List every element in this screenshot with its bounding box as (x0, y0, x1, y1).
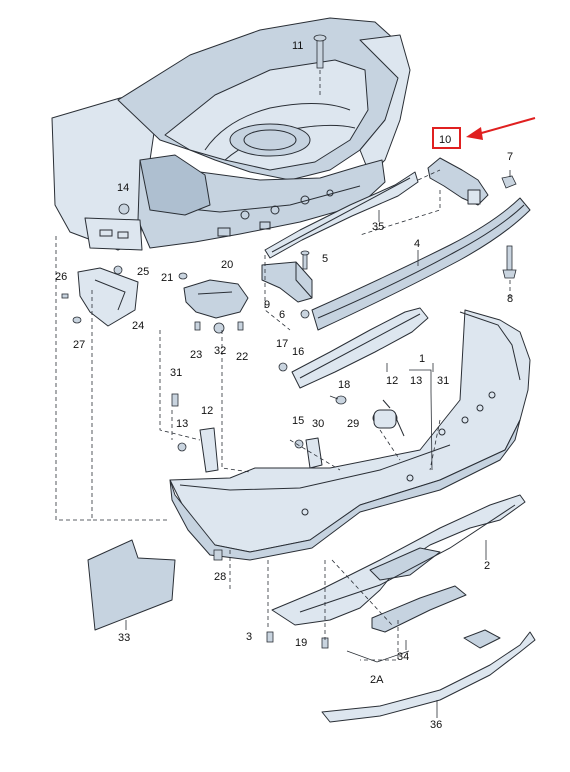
callout-30: 30 (312, 418, 324, 430)
part-10-bracket (359, 157, 489, 236)
callout-26: 26 (55, 271, 67, 283)
callout-31-top: 31 (437, 375, 449, 387)
callout-22: 22 (236, 351, 248, 363)
callout-7: 7 (507, 151, 513, 163)
callout-8: 8 (507, 293, 513, 305)
part-8-bolt (502, 245, 517, 279)
callout-12-top: 12 (386, 375, 398, 387)
callout-19: 19 (295, 637, 307, 649)
callout-34: 34 (397, 651, 409, 663)
callout-11: 11 (292, 40, 303, 52)
callout-23: 23 (190, 349, 202, 361)
part-17-clip (278, 362, 288, 372)
part-7-nut (501, 170, 517, 189)
callout-21: 21 (161, 272, 173, 284)
part-15-clip (294, 439, 304, 449)
part-11-bolt (313, 34, 327, 95)
callout-3: 3 (246, 631, 252, 643)
callout-2: 2 (484, 560, 490, 572)
callout-35: 35 (372, 221, 384, 233)
callout-1: 1 (419, 353, 425, 365)
part-5-bolt (300, 250, 310, 270)
part-6-nut (300, 309, 310, 319)
part-31-clip (171, 393, 179, 407)
part-36-spoiler (321, 629, 536, 723)
callout-13: 13 (410, 375, 422, 387)
callout-12: 12 (201, 405, 213, 417)
callout-20: 20 (221, 259, 233, 271)
callout-29: 29 (347, 418, 359, 430)
part-30-bracket (305, 437, 323, 469)
callout-13-left: 13 (176, 418, 188, 430)
assembly-lines (55, 169, 511, 661)
callout-27: 27 (73, 339, 85, 351)
callout-9: 9 (264, 299, 270, 311)
part-34-insert (371, 585, 467, 633)
part-23-screw (194, 321, 201, 331)
callout-6: 6 (279, 309, 285, 321)
part-25-clip (113, 265, 123, 275)
callout-31: 31 (170, 367, 182, 379)
part-21-screw (178, 272, 188, 280)
part-20-bracket (183, 279, 249, 319)
callout-17: 17 (276, 338, 288, 350)
part-16-side-guide (291, 307, 429, 389)
callout-24: 24 (132, 320, 144, 332)
part-13-clip (177, 442, 187, 452)
callout-labels: 11 7 14 35 4 5 20 25 26 21 8 9 6 24 27 1… (55, 40, 513, 731)
callout-14: 14 (117, 182, 129, 194)
callout-18: 18 (338, 379, 350, 391)
highlight-callout-10: 10 (432, 117, 536, 149)
part-27-screw (72, 316, 82, 324)
part-28-clip (213, 549, 223, 561)
part-33-panel (87, 539, 176, 631)
callout-5: 5 (322, 253, 328, 265)
part-18-screw (329, 395, 347, 405)
callout-4: 4 (414, 238, 420, 250)
part-9-bracket (261, 261, 313, 303)
part-4-impact-bar (311, 197, 531, 331)
part-24-side-bracket (77, 267, 139, 327)
callout-15: 15 (292, 415, 304, 427)
rear-body-shell (51, 17, 411, 251)
callout-25: 25 (137, 266, 149, 278)
part-2-diffuser (271, 494, 526, 626)
part-32-washer (213, 322, 225, 334)
leader-lines (125, 210, 487, 718)
callout-10: 10 (439, 134, 451, 146)
part-29-sensor (372, 399, 405, 437)
callout-33: 33 (118, 632, 130, 644)
part-35-trim-strip (264, 171, 419, 259)
callout-32: 32 (214, 345, 226, 357)
part-26-screw (61, 293, 69, 299)
part-12-guide (199, 427, 219, 473)
part-3-screw (266, 631, 274, 643)
callout-36: 36 (430, 719, 442, 731)
part-22-screw (237, 321, 244, 331)
callout-16: 16 (292, 346, 304, 358)
part-14-clip (118, 203, 130, 215)
callout-28: 28 (214, 571, 226, 583)
callout-2A: 2A (370, 674, 384, 686)
